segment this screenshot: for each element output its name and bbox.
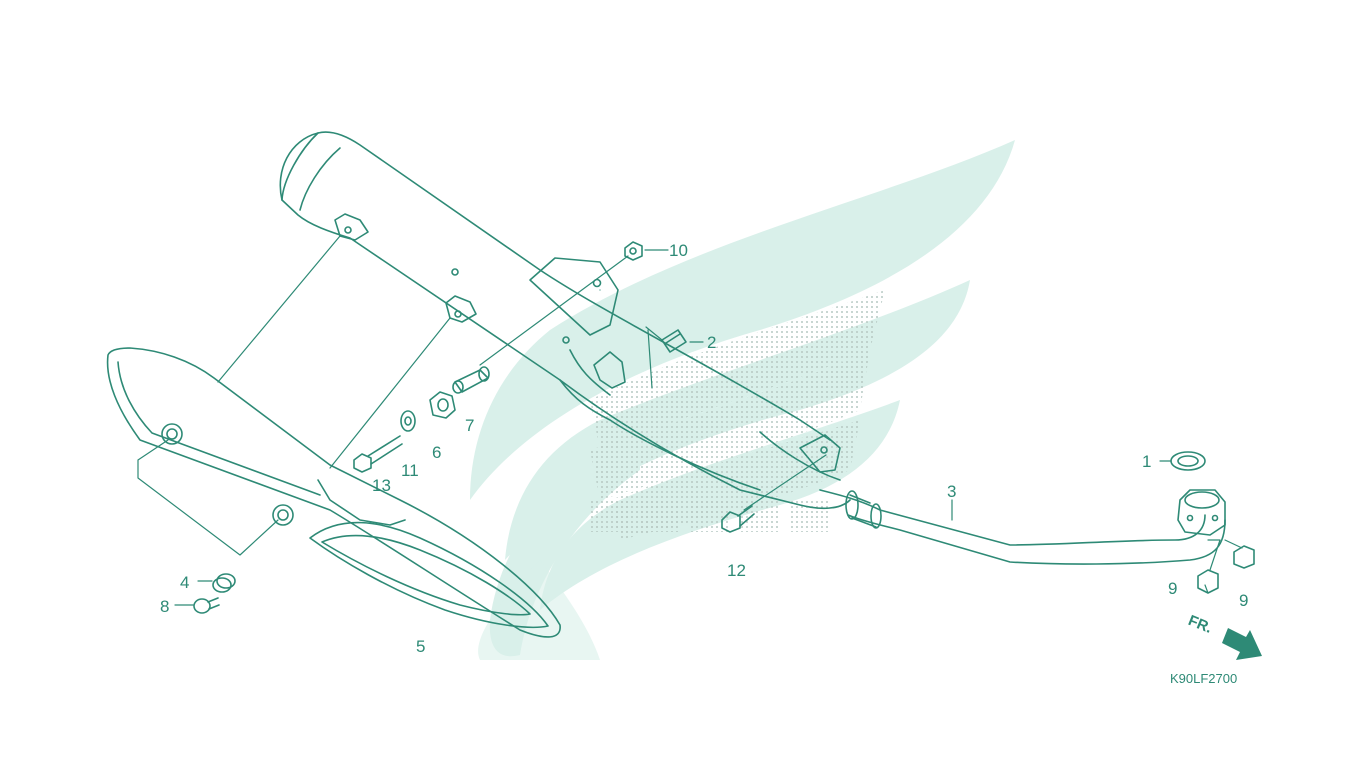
- callout-6: 6: [432, 443, 442, 462]
- nut-part-9: [1197, 545, 1255, 594]
- honda-watermark-letters: [590, 500, 830, 532]
- callout-10: 10: [669, 241, 688, 260]
- bolt-part-12: [721, 505, 755, 533]
- callout-11: 11: [401, 461, 419, 480]
- callout-8: 8: [160, 597, 170, 616]
- leader-lines: [137, 235, 1243, 606]
- callout-12: 12: [727, 561, 746, 580]
- callout-2: 2: [707, 333, 717, 352]
- bolt-part-8: [193, 597, 220, 614]
- diagram-code: K90LF2700: [1170, 671, 1238, 686]
- callout-3: 3: [947, 482, 957, 501]
- bolt-part-13: [353, 435, 403, 473]
- washer-part-11: [400, 410, 416, 432]
- nut-part-10: [624, 241, 643, 261]
- gasket-part-1: [1170, 451, 1206, 471]
- collar-part-7: [452, 366, 490, 394]
- exhaust-pipe: [819, 489, 1226, 565]
- nut-part-6: [429, 391, 456, 419]
- callout-5: 5: [416, 637, 426, 656]
- heat-protector: [106, 347, 561, 638]
- callout-4: 4: [180, 573, 190, 592]
- front-arrow-icon: [1222, 628, 1262, 660]
- callout-9b: 9: [1239, 591, 1249, 610]
- callout-7: 7: [465, 416, 475, 435]
- collar-part-4: [212, 573, 236, 593]
- callout-9a: 9: [1168, 579, 1178, 598]
- rubber-part-2: [661, 329, 687, 353]
- callout-13: 13: [372, 476, 391, 495]
- callout-1: 1: [1142, 452, 1152, 471]
